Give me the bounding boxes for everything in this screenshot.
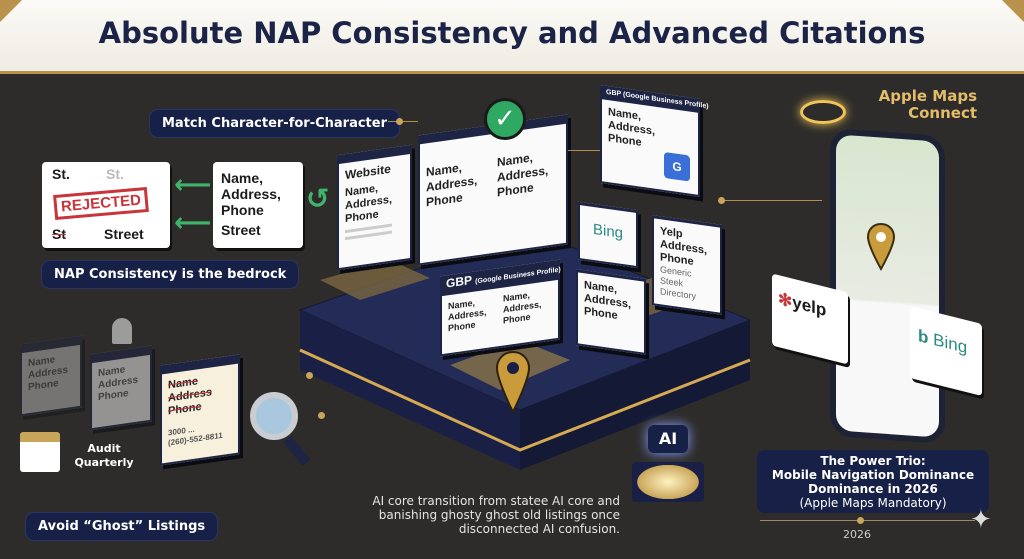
connector-line	[722, 200, 822, 201]
audit-quarterly-label: Audit Quarterly	[74, 442, 134, 469]
map-pin-icon	[495, 350, 531, 415]
magnifying-glass-icon	[250, 392, 298, 440]
corner-ornament	[0, 0, 22, 22]
map-pin-icon	[866, 222, 896, 272]
website-window: Website Name, Address, Phone	[337, 144, 412, 271]
abbrev-text: St	[52, 226, 66, 242]
rejected-stamp: REJECTED	[53, 186, 149, 221]
avoid-ghost-label: Avoid “Ghost” Listings	[26, 513, 218, 540]
nap-card: Name, Address, Phone Street	[213, 162, 303, 248]
page-title: Absolute NAP Consistency and Advanced Ci…	[98, 16, 926, 50]
ai-badge: AI	[648, 425, 688, 453]
trio-line: Dominance in 2026	[808, 482, 938, 496]
gbp-top-window: GBP (Google Business Profile) Name, Addr…	[600, 84, 709, 198]
connector-dot	[718, 197, 725, 204]
nap-text: Name, Address, Phone	[426, 160, 478, 210]
audited-listing-card: Name Address Phone 3000 ... (260)-552-88…	[160, 354, 240, 466]
trio-line: (Apple Maps Mandatory)	[799, 496, 947, 510]
ghost-listing-card: Name Address Phone	[20, 335, 82, 417]
nap-text: Name, Address, Phone	[221, 170, 281, 218]
trio-line: The Power Trio:	[820, 454, 926, 468]
ai-caption: AI core transition from statee AI core a…	[372, 494, 620, 536]
nap-text: Name, Address, Phone	[497, 150, 549, 200]
gbp-subtitle: (Google Business Profile)	[475, 266, 561, 286]
nap-text: Name Address Phone	[28, 354, 69, 394]
halo-icon	[800, 100, 846, 124]
nap-text: Name Address Phone	[98, 364, 139, 404]
nap-text: Name, Address, Phone	[503, 289, 542, 326]
cycle-arrow-icon: ↺	[306, 182, 330, 215]
connector-dot	[318, 412, 325, 419]
year-label: 2026	[843, 528, 871, 541]
ai-core-chip	[632, 462, 704, 502]
nap-text: Name, Address, Phone	[584, 279, 632, 322]
yelp-directory-window: Yelp Address, Phone Generic Steek Direct…	[652, 215, 722, 315]
window-title: Website	[345, 161, 391, 183]
gbp-label: GBP	[446, 272, 472, 291]
nap-text: Name, Address, Phone	[448, 297, 487, 334]
street-text: Street	[221, 222, 261, 238]
arrow-left-icon: ⟵	[174, 170, 212, 200]
main-listing-window: Name, Address, Phone Name, Address, Phon…	[418, 114, 568, 266]
timeline-line	[760, 520, 975, 521]
nap-text: Name Address Phone	[168, 375, 213, 418]
yelp-logo: yelp	[792, 292, 827, 321]
match-character-label: Match Character-for-Character	[150, 110, 399, 137]
header-band	[0, 0, 1024, 74]
calendar-icon	[20, 432, 60, 472]
bedrock-label: NAP Consistency is the bedrock	[42, 261, 299, 288]
sparkle-icon: ✦	[970, 505, 992, 535]
abbrev-text: St.	[52, 166, 70, 182]
arrow-left-icon: ⟵	[174, 208, 212, 238]
connector-line	[388, 121, 418, 122]
timeline-dot	[857, 517, 864, 524]
ghost-listing-card: Name Address Phone	[90, 345, 152, 431]
bing-logo: Bing	[592, 220, 624, 243]
connector-line	[568, 150, 600, 151]
checkmark-icon: ✓	[484, 98, 526, 140]
ghost-icon	[112, 318, 132, 344]
connector-dot	[396, 118, 403, 125]
faded-text: St.	[106, 166, 124, 182]
bing-b-icon: b	[918, 326, 929, 348]
connector-dot	[306, 372, 313, 379]
apple-maps-label: Apple Maps Connect	[878, 87, 977, 122]
small-nap-window: Name, Address, Phone	[576, 269, 646, 355]
map-screen	[836, 134, 939, 438]
gbp-window: GBP (Google Business Profile) Name, Addr…	[440, 259, 561, 357]
google-business-icon: G	[664, 151, 690, 182]
old-address-text: 3000 ... (260)-552-8811	[168, 424, 223, 448]
yelp-burst-icon: ✻	[778, 289, 793, 312]
bing-window: Bing	[578, 201, 638, 269]
directory-text: Generic Steek Directory	[660, 264, 697, 302]
trio-line: Mobile Navigation Dominance	[771, 468, 975, 482]
bing-logo: Bing	[933, 329, 968, 358]
phone-device	[830, 127, 945, 445]
nap-text: Name, Address, Phone	[345, 182, 393, 226]
corner-ornament	[1002, 0, 1024, 22]
power-trio-box: The Power Trio: Mobile Navigation Domina…	[757, 450, 989, 513]
nap-text: Name, Address, Phone	[608, 106, 656, 149]
rejected-card: St. St. REJECTED St Street	[42, 162, 170, 248]
correct-street-text: Street	[104, 226, 144, 242]
